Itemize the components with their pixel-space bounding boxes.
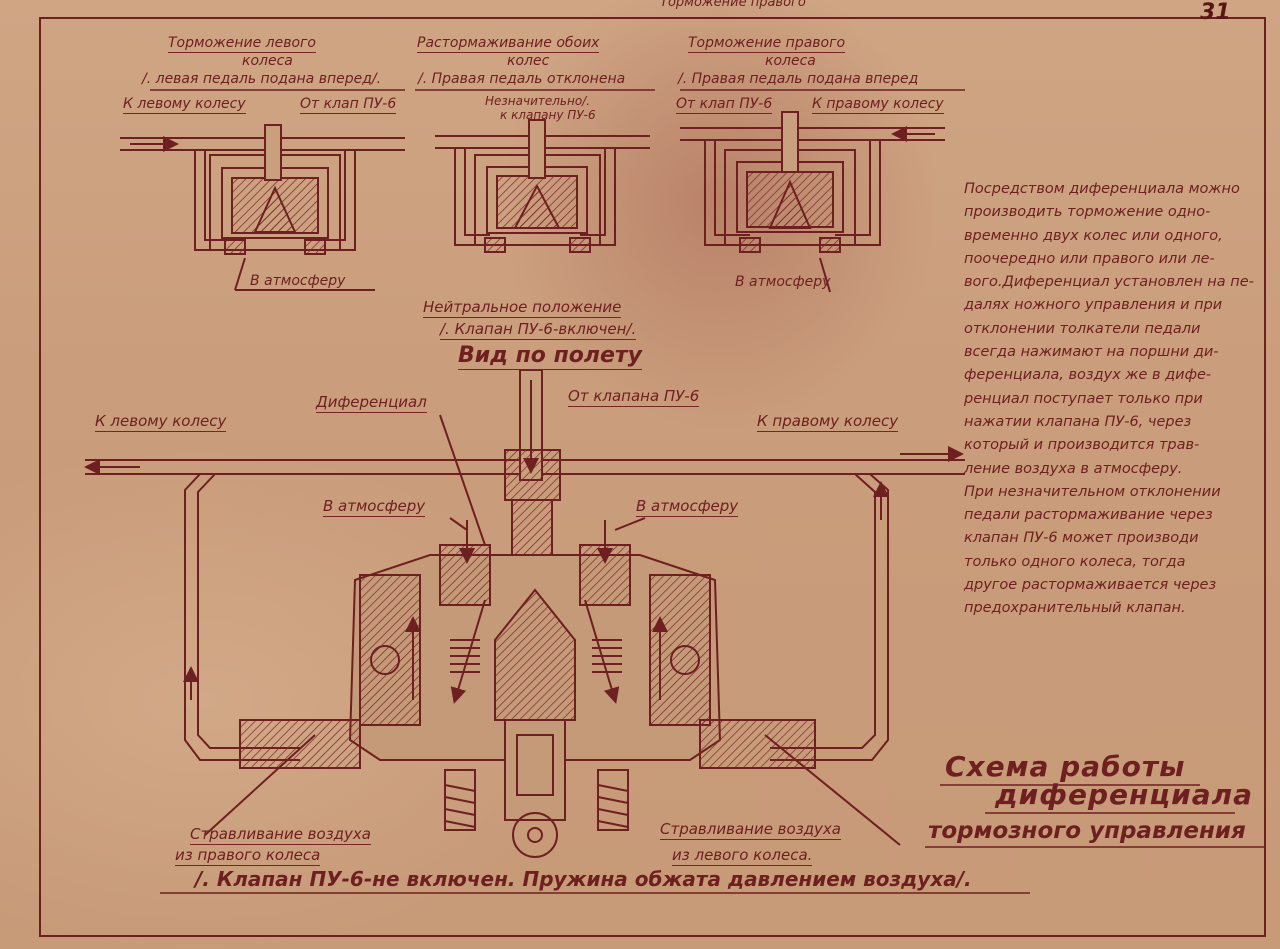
explanatory-text-line: При незначительном отклонении [964, 483, 1221, 500]
right-to-wheel: К правому колесу [812, 96, 944, 114]
explanatory-text-line: клапан ПУ-6 может производи [964, 530, 1199, 547]
mini-diagram-right-braking [680, 111, 945, 293]
mini-diagram-middle-release [435, 119, 650, 253]
explanatory-text: Посредством диференциала можно производит… [964, 178, 1270, 621]
explanatory-text-line: поочередно или правого или ле- [964, 250, 1215, 267]
explanatory-text-line: далях ножного управления и при [964, 297, 1223, 314]
scheme-title-line-1: Схема работы [945, 750, 1186, 783]
label-underlines [150, 89, 1265, 894]
explanatory-text-line: который и производится трав- [964, 437, 1200, 454]
atmosphere-right-label: В атмосферу [636, 497, 739, 517]
sheet-frame [39, 17, 1266, 937]
explanatory-text-line: предохранительный клапан. [964, 600, 1186, 617]
right-title-2: колеса [765, 53, 816, 69]
explanatory-text-line: производить торможение одно- [964, 204, 1211, 221]
explanatory-text-line: вого.Диференциал установлен на пе- [964, 274, 1254, 291]
left-atmosphere: В атмосферу [250, 273, 346, 289]
right-note: /. Правая педаль подана вперед [678, 71, 919, 87]
left-from-valve: От клап ПУ-6 [300, 96, 397, 114]
explanatory-text-line: отклонении толкатели педали [964, 320, 1201, 337]
page-number: 31 [1200, 0, 1231, 25]
explanatory-text-line: нажатии клапана ПУ-6, через [964, 413, 1192, 430]
left-title-1: Торможение левого [168, 35, 316, 53]
scheme-title-line-2: диференциала [995, 778, 1254, 811]
middle-note-2: Незначительно/. [485, 94, 591, 108]
bleed-right-label-2: из правого колеса [175, 846, 321, 866]
middle-title-2: колес [507, 53, 550, 69]
from-valve-label: От клапана ПУ-6 [568, 387, 700, 407]
left-to-wheel: К левому колесу [123, 96, 246, 114]
scheme-title-line-3: тормозного управления [928, 818, 1246, 844]
right-title-1: Торможение правого [688, 35, 846, 53]
right-from-valve: От клап ПУ-6 [676, 96, 773, 114]
middle-title-1: Растормаживание обоих [417, 35, 600, 53]
bleed-left-label-1: Стравливание воздуха [660, 820, 841, 840]
bleed-left-label-2: из левого колеса. [672, 846, 813, 866]
explanatory-text-line: ференциала, воздух же в дифе- [964, 367, 1212, 384]
bleed-right-label-1: Стравливание воздуха [190, 825, 371, 845]
left-title-2: колеса [242, 53, 293, 69]
explanatory-text-line: педали растормаживание через [964, 507, 1213, 524]
main-caption: /. Клапан ПУ-6-не включен. Пружина обжат… [195, 867, 972, 891]
to-left-wheel-label: К левому колесу [95, 412, 227, 432]
top-page-label: Торможение правого [660, 0, 806, 10]
main-differential-diagram [84, 369, 965, 858]
explanatory-text-line: только одного колеса, тогда [964, 553, 1186, 570]
right-atmosphere: В атмосферу [735, 274, 831, 290]
explanatory-text-line: временно двух колес или одного, [964, 227, 1223, 244]
neutral-valve-note: /. Клапан ПУ-6-включен/. [440, 320, 637, 340]
explanatory-text-line: ление воздуха в атмосферу. [964, 460, 1183, 477]
explanatory-text-line: Посредством диференциала можно [964, 181, 1240, 197]
atmosphere-left-label: В атмосферу [323, 497, 426, 517]
middle-note-3: к клапану ПУ-6 [500, 108, 596, 122]
view-label: Вид по полету [458, 343, 643, 370]
explanatory-text-line: другое растормаживается через [964, 577, 1217, 594]
to-right-wheel-label: К правому колесу [757, 412, 899, 432]
middle-note: /. Правая педаль отклонена [418, 71, 626, 87]
mini-diagram-left-braking [120, 124, 405, 291]
differential-label: Диференциал [316, 393, 427, 413]
explanatory-text-line: ренциал поступает только при [964, 390, 1203, 407]
explanatory-text-line: всегда нажимают на поршни ди- [964, 344, 1219, 361]
neutral-position-label: Нейтральное положение [423, 298, 622, 318]
left-note: /. левая педаль подана вперед/. [142, 71, 382, 87]
